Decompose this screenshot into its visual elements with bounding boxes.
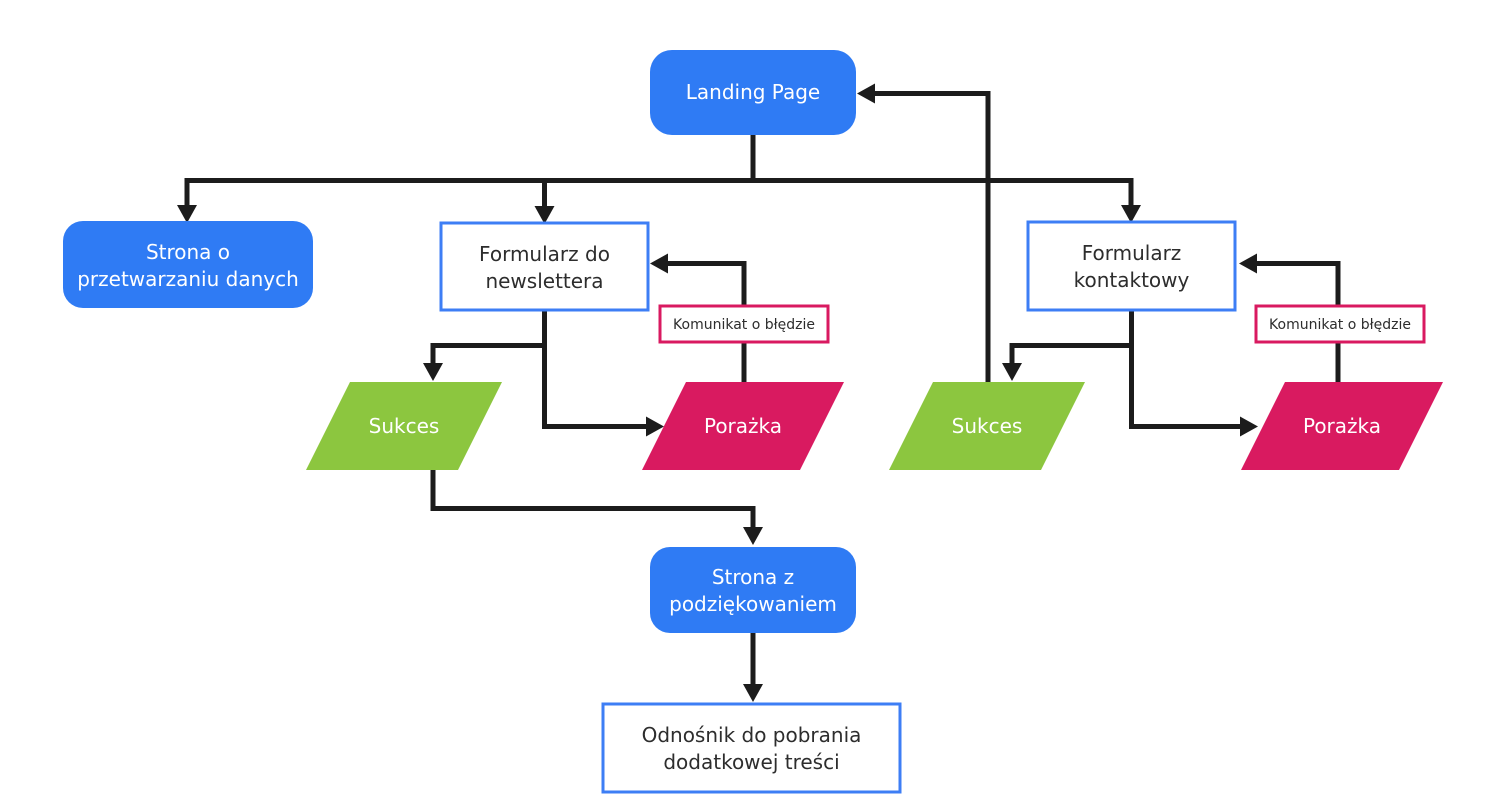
arrowhead-to-landing (857, 83, 875, 104)
contact-form-label-line2: kontaktowy (1074, 268, 1190, 292)
processing-page-shape (63, 221, 313, 308)
node-newsletter-error-message: Komunikat o błędzie (658, 304, 830, 344)
newsletter-error-shape (658, 304, 830, 344)
arrowhead-to-newsletter-form-retry (650, 253, 668, 274)
node-contact-success: Sukces (889, 382, 1085, 470)
arrowhead-to-thank-you (743, 527, 763, 545)
landing-page-label: Landing Page (686, 80, 820, 104)
download-link-label-line1: Odnośnik do pobrania (642, 723, 862, 747)
arrowhead-to-newsletter-form (534, 206, 555, 224)
processing-page-label-line1: Strona o (146, 240, 230, 264)
thank-you-page-shape (650, 547, 856, 633)
contact-success-label: Sukces (952, 414, 1023, 438)
landing-page-shape (650, 50, 856, 135)
node-newsletter-success: Sukces (306, 382, 502, 470)
arrowhead-to-contact-form (1121, 205, 1141, 223)
newsletter-failure-shape (642, 382, 844, 470)
newsletter-form-label-line2: newslettera (485, 269, 603, 293)
node-thank-you-page: Strona z podziękowaniem (650, 547, 856, 633)
arrowhead-to-download-link (743, 684, 763, 702)
edge-newsletter-outcomes (430, 310, 648, 429)
edge-contact-success-to-landing (875, 91, 991, 382)
arrowhead-to-contact-success (1002, 363, 1022, 381)
node-contact-failure: Porażka (1241, 382, 1443, 470)
node-layer: Landing Page Strona o przetwarzaniu dany… (63, 50, 1443, 794)
node-download-link: Odnośnik do pobrania dodatkowej treści (601, 702, 902, 794)
arrowhead-to-contact-form-retry (1239, 253, 1257, 274)
newsletter-form-label-line1: Formularz do (479, 242, 610, 266)
node-processing-page: Strona o przetwarzaniu danych (63, 221, 313, 308)
node-landing-page: Landing Page (650, 50, 856, 135)
contact-form-shape (1026, 220, 1237, 312)
processing-page-label-line2: przetwarzaniu danych (77, 267, 299, 291)
newsletter-success-label: Sukces (369, 414, 440, 438)
arrowhead-to-newsletter-failure (646, 416, 664, 437)
contact-error-shape (1254, 304, 1426, 344)
arrowhead-to-processing-page (177, 205, 197, 223)
thank-you-page-label-line1: Strona z (712, 565, 794, 589)
arrowhead-to-newsletter-success (423, 363, 443, 381)
node-newsletter-failure: Porażka (642, 382, 844, 470)
edge-landing-to-branches (184, 133, 1134, 211)
node-newsletter-form: Formularz do newslettera (439, 221, 650, 312)
download-link-shape (601, 702, 902, 794)
node-contact-form: Formularz kontaktowy (1026, 220, 1237, 312)
thank-you-page-label-line2: podziękowaniem (669, 592, 837, 616)
arrowhead-to-contact-failure (1240, 416, 1258, 437)
contact-success-shape (889, 382, 1085, 470)
node-contact-error-message: Komunikat o błędzie (1254, 304, 1426, 344)
newsletter-failure-label: Porażka (704, 414, 782, 438)
contact-error-label: Komunikat o błędzie (1269, 317, 1411, 333)
newsletter-error-label: Komunikat o błędzie (673, 317, 815, 333)
contact-failure-label: Porażka (1303, 414, 1381, 438)
edge-success-to-thank-you (430, 470, 756, 531)
contact-failure-shape (1241, 382, 1443, 470)
download-link-label-line2: dodatkowej treści (663, 750, 839, 774)
contact-form-label-line1: Formularz (1082, 241, 1182, 265)
newsletter-success-shape (306, 382, 502, 470)
newsletter-form-shape (439, 221, 650, 312)
edge-contact-outcomes (1009, 310, 1242, 429)
